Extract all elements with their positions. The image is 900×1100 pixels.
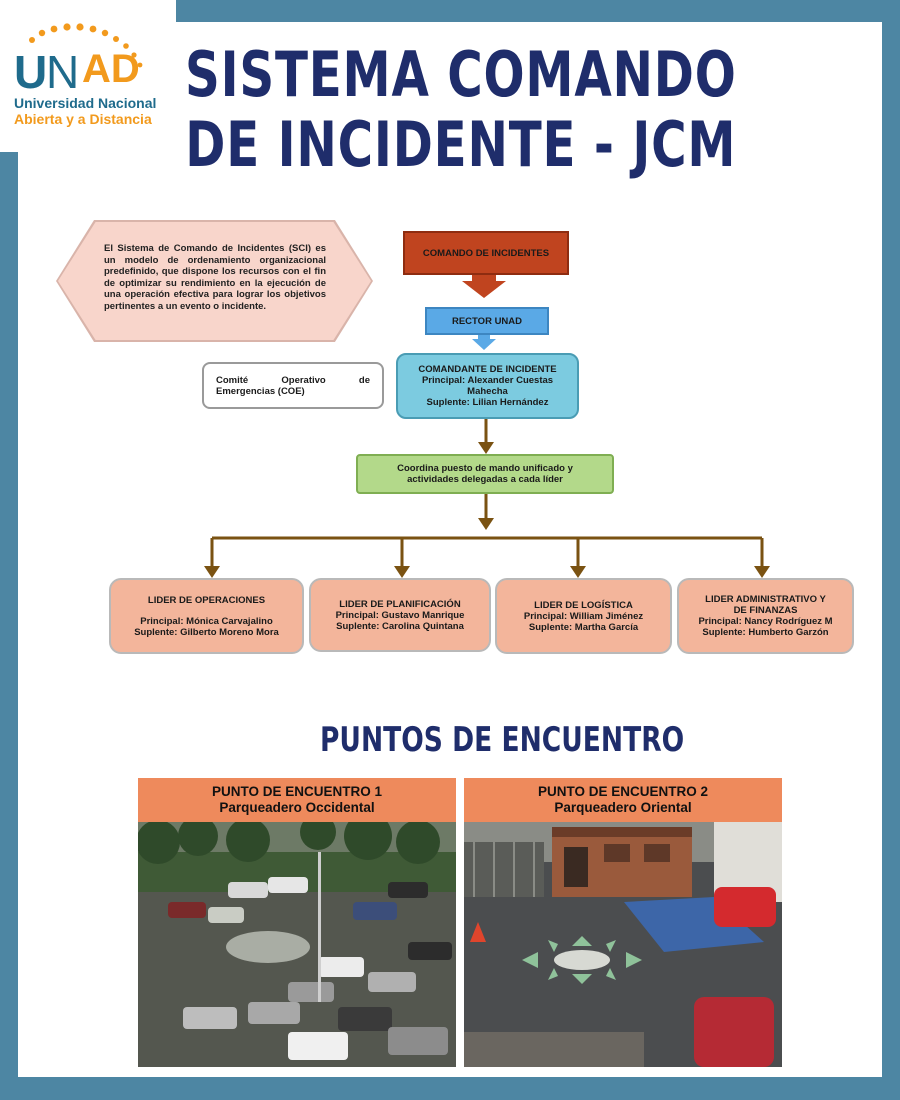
command-box: COMANDO DE INCIDENTES xyxy=(403,231,569,275)
title-line1: SISTEMA COMANDO xyxy=(184,38,737,111)
leader2-arrowhead-icon xyxy=(394,566,410,578)
meeting-point-2-photo xyxy=(464,822,782,1067)
meeting-point-1-name: PUNTO DE ENCUENTRO 1 xyxy=(211,784,383,799)
coe-line2: Emergencias (COE) xyxy=(216,385,305,397)
description-hexagon xyxy=(58,222,371,340)
leader1-arrowhead-icon xyxy=(204,566,220,578)
coe-word2: Operativo xyxy=(281,374,326,386)
meeting-point-2-place: Parqueadero Oriental xyxy=(554,800,692,815)
meeting-point-1-photo xyxy=(138,822,456,1067)
unad-logo-mark-icon: U N AD xyxy=(14,23,143,92)
logo-university-name: Universidad Nacional xyxy=(14,95,157,111)
leader3-arrowhead-icon xyxy=(570,566,586,578)
meeting-points-title: PUNTOS DE ENCUENTRO xyxy=(320,720,685,760)
leader-principal: Principal: Mónica Carvajalino xyxy=(140,615,273,627)
logo-university-subtitle: Abierta y a Distancia xyxy=(14,111,152,127)
coordinate-arrowhead-icon xyxy=(478,442,494,454)
leader-suplente: Suplente: Humberto Garzón xyxy=(702,627,829,638)
leader4-arrowhead-icon xyxy=(754,566,770,578)
page-title: SISTEMA COMANDO DE INCIDENTE - JCM xyxy=(180,40,742,180)
svg-text:U: U xyxy=(14,46,47,92)
coordinate-box: Coordina puesto de mando unificado y act… xyxy=(356,454,614,494)
coe-word1: Comité xyxy=(216,374,249,386)
rector-label: RECTOR UNAD xyxy=(451,315,523,327)
meeting-point-2-header: PUNTO DE ENCUENTRO 2 Parqueadero Orienta… xyxy=(464,778,782,822)
coordinate-line1: Coordina puesto de mando unificado y xyxy=(397,462,573,474)
bar-arrowhead-icon xyxy=(478,518,494,530)
leader-box-logistica: LIDER DE LOGÍSTICA Principal: William Ji… xyxy=(495,578,672,654)
leader-box-planificacion: LIDER DE PLANIFICACIÓN Principal: Gustav… xyxy=(309,578,491,652)
leader-title-line2: DE FINANZAS xyxy=(733,605,798,616)
commander-box: COMANDANTE DE INCIDENTE Principal: Alexa… xyxy=(396,353,579,419)
coe-line1: Comité Operativo de xyxy=(216,375,370,386)
rector-down-arrow-icon xyxy=(472,335,496,350)
rector-box: RECTOR UNAD xyxy=(425,307,549,335)
svg-text:N: N xyxy=(46,46,79,92)
leader-principal: Principal: Nancy Rodríguez M xyxy=(698,616,833,627)
commander-title: COMANDANTE DE INCIDENTE xyxy=(418,364,557,375)
command-label: COMANDO DE INCIDENTES xyxy=(422,247,550,259)
commander-suplente: Suplente: Lilian Hernández xyxy=(426,397,549,408)
leader-title: LIDER DE OPERACIONES xyxy=(147,594,266,606)
coe-word3: de xyxy=(358,374,370,386)
command-down-arrow-icon xyxy=(462,275,506,298)
leader-title: LIDER DE PLANIFICACIÓN xyxy=(339,598,461,610)
commander-principal: Principal: Alexander Cuestas xyxy=(421,375,554,386)
commander-principal-cont: Mahecha xyxy=(467,386,508,397)
title-line2: DE INCIDENTE - JCM xyxy=(185,108,737,181)
leader-principal: Principal: Gustavo Manrique xyxy=(335,609,465,621)
leader-suplente: Suplente: Gilberto Moreno Mora xyxy=(134,626,279,638)
description-text: El Sistema de Comando de Incidentes (SCI… xyxy=(104,243,326,312)
meeting-point-1-header: PUNTO DE ENCUENTRO 1 Parqueadero Occiden… xyxy=(138,778,456,822)
unad-logo: U N AD Universidad Nacional Abierta y a … xyxy=(0,0,176,152)
leader-suplente: Suplente: Carolina Quintana xyxy=(336,620,464,632)
leader-title-line1: LIDER ADMINISTRATIVO Y xyxy=(705,594,826,605)
svg-text:AD: AD xyxy=(82,47,140,91)
coe-box: Comité Operativo de Emergencias (COE) xyxy=(202,362,384,409)
leader-title: LIDER DE LOGÍSTICA xyxy=(534,599,633,611)
leader-box-administrativo: LIDER ADMINISTRATIVO Y DE FINANZAS Princ… xyxy=(677,578,854,654)
coordinate-line2: actividades delegadas a cada líder xyxy=(407,474,563,485)
meeting-point-1-place: Parqueadero Occidental xyxy=(219,800,375,815)
leader-suplente: Suplente: Martha García xyxy=(528,621,639,633)
meeting-point-2-name: PUNTO DE ENCUENTRO 2 xyxy=(537,784,709,799)
leader-principal: Principal: William Jiménez xyxy=(523,610,644,622)
leader-box-operaciones: LIDER DE OPERACIONES Principal: Mónica C… xyxy=(109,578,304,654)
